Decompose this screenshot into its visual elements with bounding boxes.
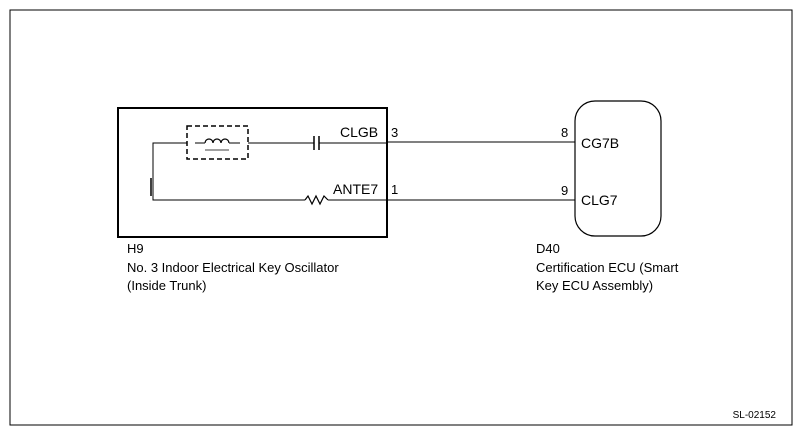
d40-signal-cg7b: CG7B xyxy=(581,135,619,151)
coil-dashed-box xyxy=(186,125,249,160)
resistor-icon xyxy=(304,194,329,206)
h9-internal-loop-wire xyxy=(152,142,305,201)
h9-component: CLGB ANTE7 xyxy=(117,107,388,238)
h9-signal-ante7: ANTE7 xyxy=(333,181,378,197)
d40-signal-clg7: CLG7 xyxy=(581,192,618,208)
h9-name-line2: (Inside Trunk) xyxy=(127,278,206,293)
h9-code: H9 xyxy=(127,241,144,256)
h9-name-line1: No. 3 Indoor Electrical Key Oscillator xyxy=(127,260,339,275)
h9-pin-1: 1 xyxy=(391,182,398,197)
capacitor-icon xyxy=(313,136,320,150)
coil-icon xyxy=(195,138,240,151)
d40-pin-9: 9 xyxy=(561,183,568,198)
d40-name-line2: Key ECU Assembly) xyxy=(536,278,653,293)
d40-pin-8: 8 xyxy=(561,125,568,140)
d40-code: D40 xyxy=(536,241,560,256)
h9-box xyxy=(117,107,388,238)
outer-frame xyxy=(9,9,793,426)
d40-component: CG7B CLG7 xyxy=(574,100,662,237)
d40-box xyxy=(574,100,662,237)
h9-signal-clgb: CLGB xyxy=(340,124,378,140)
h9-pin-3: 3 xyxy=(391,125,398,140)
d40-name-line1: Certification ECU (Smart xyxy=(536,260,679,275)
diagram-code: SL-02152 xyxy=(733,410,777,421)
